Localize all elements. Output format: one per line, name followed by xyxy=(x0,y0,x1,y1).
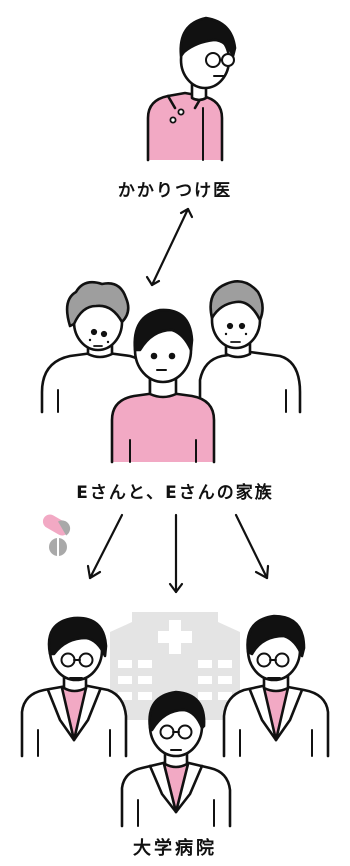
family-doctor-figure xyxy=(146,16,237,162)
patient-family-label: Eさんと、Eさんの家族 xyxy=(76,483,274,503)
medicine-icon xyxy=(42,514,71,557)
family-member-right xyxy=(198,280,302,414)
hospital-doctor-center xyxy=(120,690,232,828)
hospital-label: 大学病院 xyxy=(133,838,217,859)
hospital-building-icon xyxy=(110,612,240,720)
family-member-left xyxy=(40,280,152,414)
arrows-to-hospital xyxy=(86,513,270,594)
hospital-doctor-right xyxy=(222,614,330,758)
hospital-doctor-left xyxy=(20,616,128,758)
double-arrow xyxy=(145,207,194,287)
family-doctor-label: かかりつけ医 xyxy=(117,181,233,201)
patient-e xyxy=(110,308,216,464)
family-group xyxy=(40,280,302,464)
